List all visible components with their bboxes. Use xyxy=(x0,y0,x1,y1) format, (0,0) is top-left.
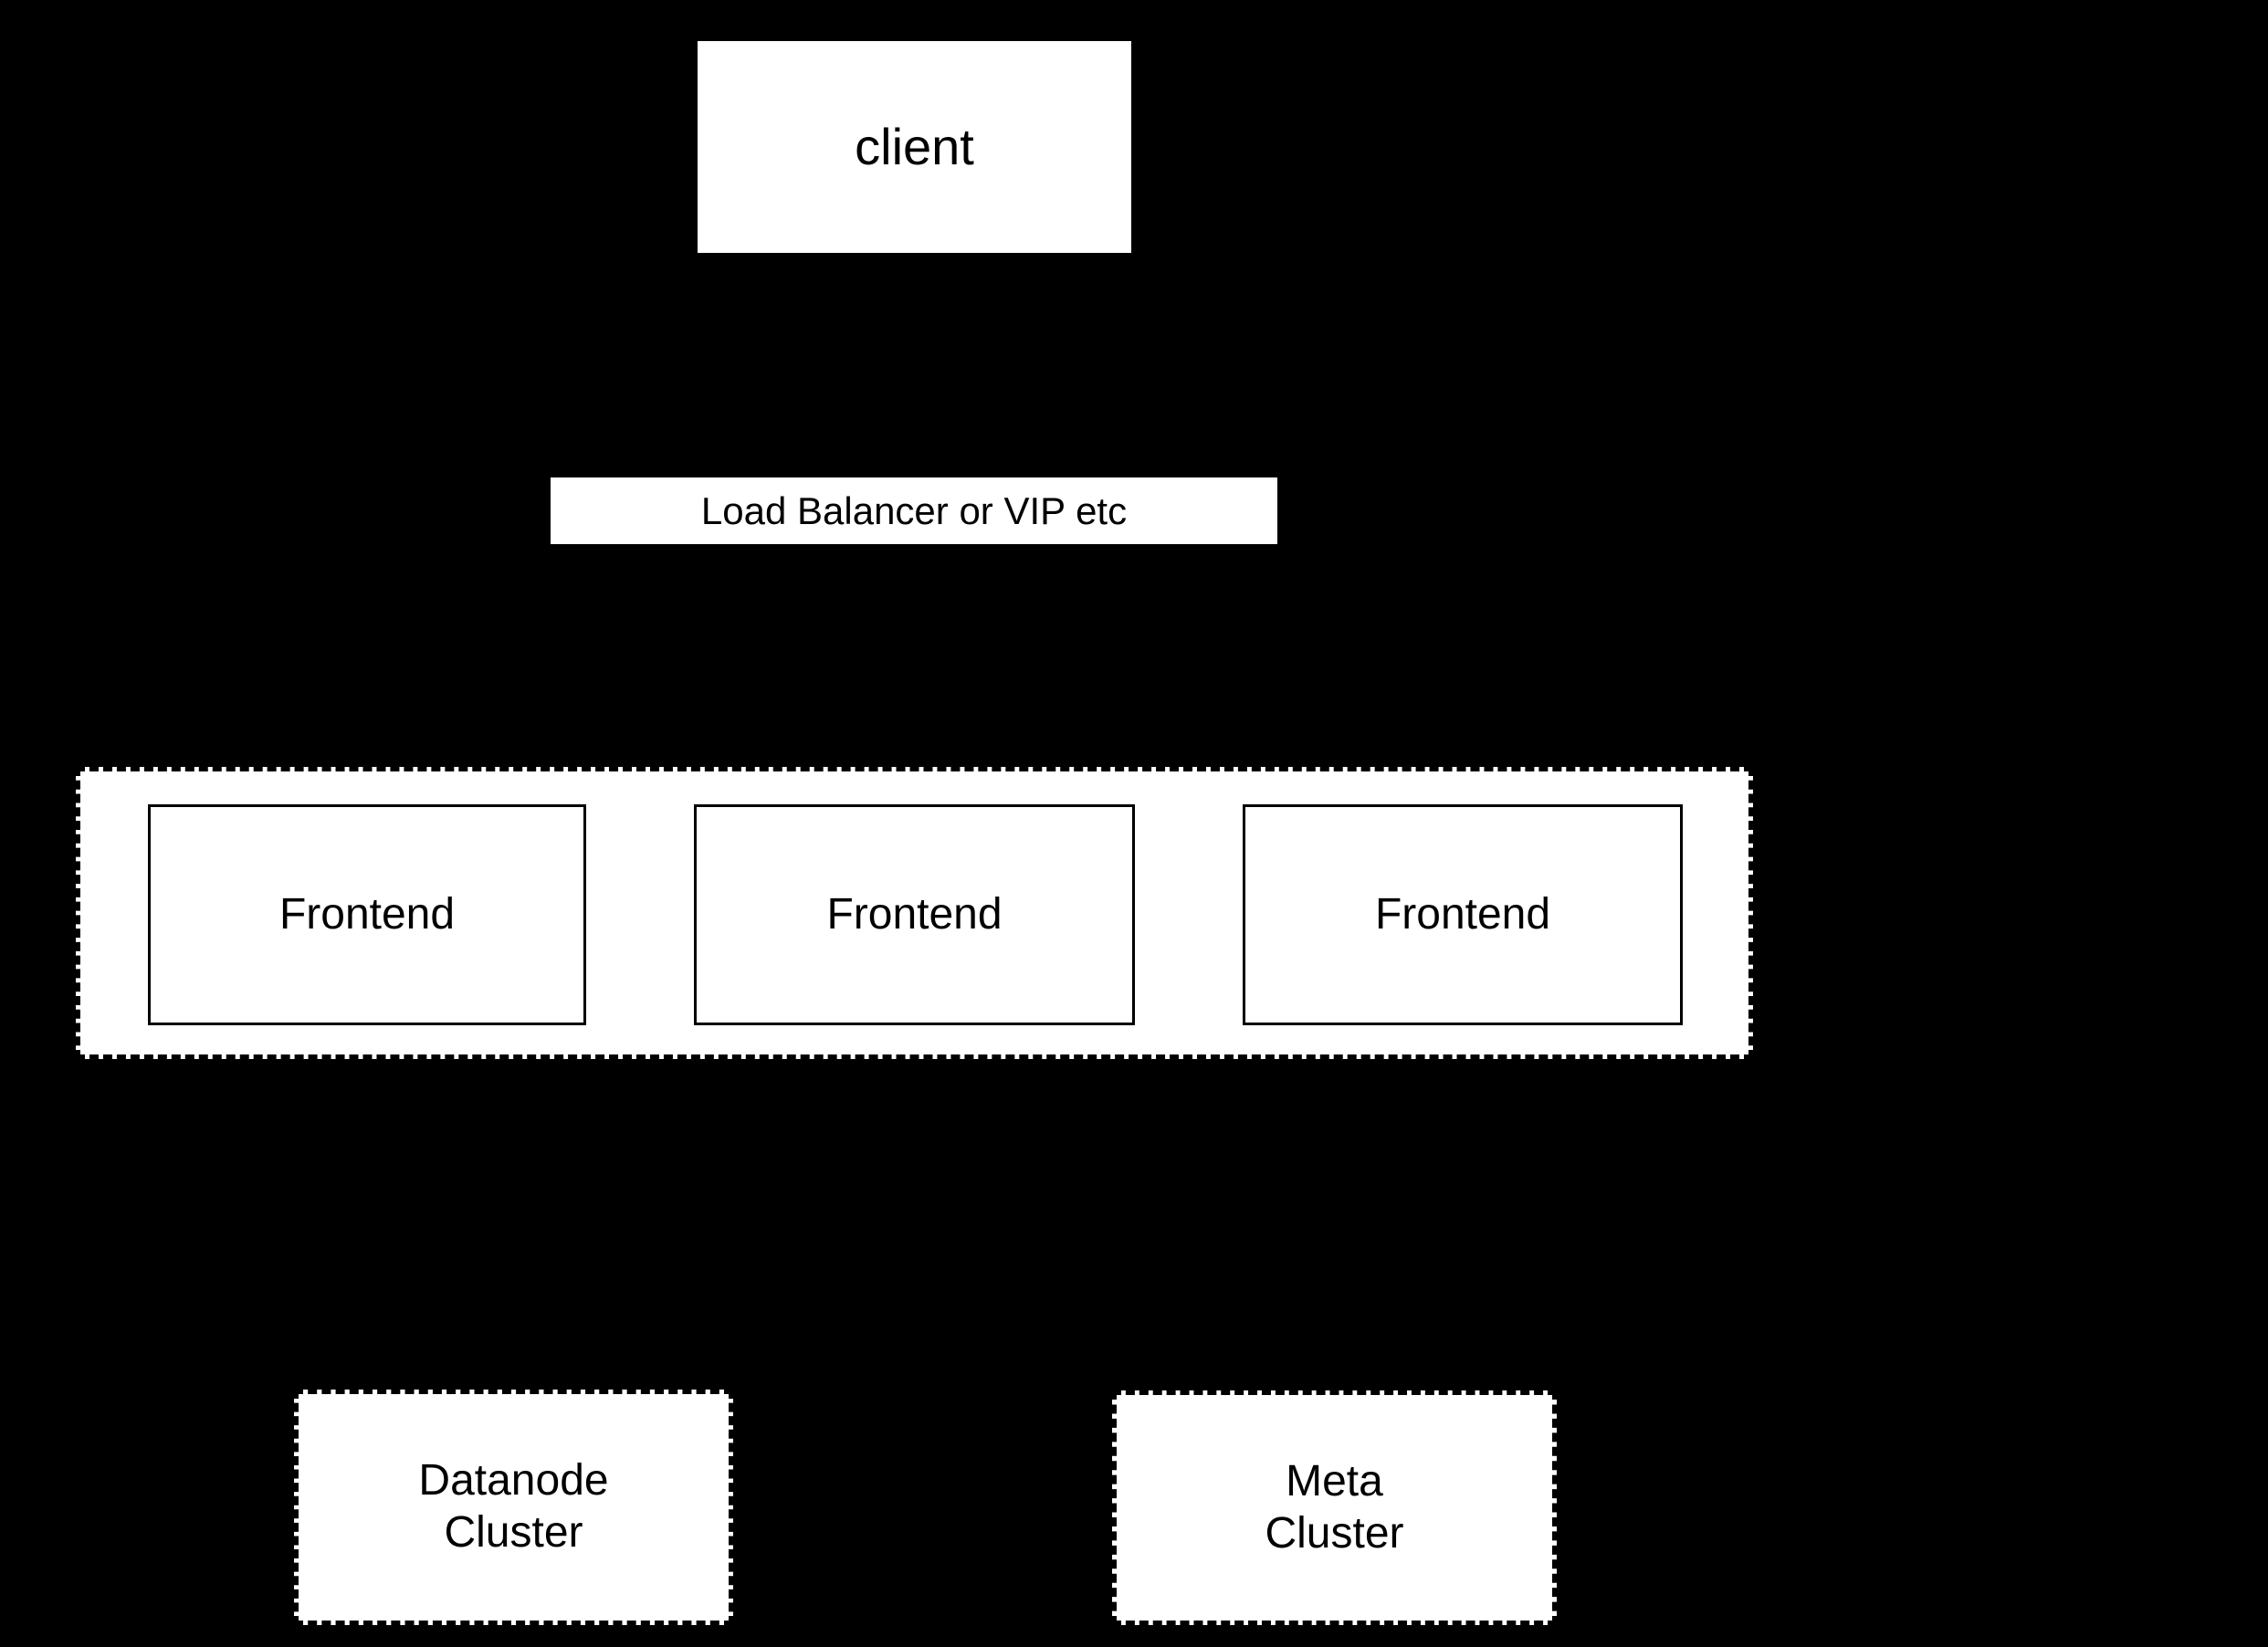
datanode-cluster-node[interactable]: Datanode Cluster xyxy=(294,1390,733,1625)
frontend-node-1[interactable]: Frontend xyxy=(148,804,586,1025)
datanode-cluster-node-label: Datanode Cluster xyxy=(418,1456,609,1557)
client-node-label: client xyxy=(855,117,974,175)
frontend-node-2[interactable]: Frontend xyxy=(694,804,1135,1025)
meta-cluster-node-label: Meta Cluster xyxy=(1265,1456,1404,1558)
load-balancer-node-label: Load Balancer or VIP etc xyxy=(700,488,1128,532)
meta-cluster-node[interactable]: Meta Cluster xyxy=(1112,1390,1557,1625)
frontend-node-2-label: Frontend xyxy=(826,889,1003,939)
frontend-node-3[interactable]: Frontend xyxy=(1243,804,1683,1025)
client-node[interactable]: client xyxy=(698,41,1131,253)
load-balancer-node[interactable]: Load Balancer or VIP etc xyxy=(551,477,1277,544)
frontend-node-3-label: Frontend xyxy=(1374,889,1551,939)
frontend-node-1-label: Frontend xyxy=(278,889,456,939)
